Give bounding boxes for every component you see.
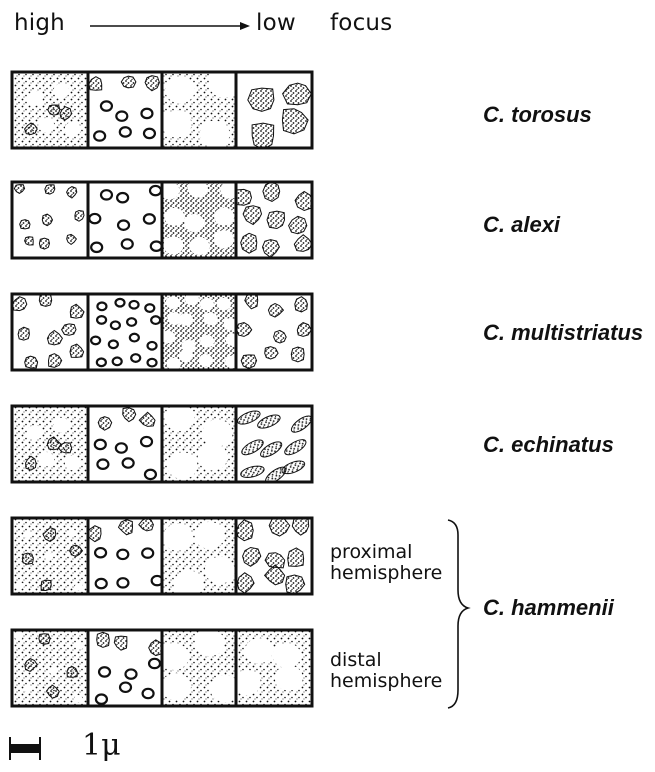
- header-high-label: high: [14, 10, 65, 36]
- species-label-multistriatus: C. multistriatus: [483, 320, 643, 346]
- pattern-panel: [162, 71, 239, 148]
- pattern-panel: [87, 518, 164, 594]
- pattern-row: [12, 71, 312, 150]
- pattern-panel: [12, 406, 88, 482]
- pattern-panel: [12, 630, 88, 706]
- pattern-row: [12, 180, 313, 258]
- pattern-panel: [12, 518, 88, 594]
- pattern-panel: [236, 293, 312, 370]
- focus-arrow: [90, 22, 250, 30]
- pattern-panel: [12, 294, 88, 371]
- pattern-panel: [12, 182, 88, 258]
- header-low-label: low: [256, 10, 296, 36]
- pattern-panel: [233, 630, 312, 706]
- pattern-panel: [161, 293, 240, 371]
- species-label-echinatus: C. echinatus: [483, 432, 614, 458]
- scale-bar: [10, 737, 40, 760]
- pattern-panel: [12, 72, 88, 148]
- pattern-panel: [88, 406, 164, 482]
- species-label-alexi: C. alexi: [483, 212, 560, 238]
- species-label-hammenii: C. hammenii: [483, 595, 614, 621]
- pattern-row: [12, 516, 312, 598]
- pattern-row: [12, 404, 314, 486]
- header-focus-label: focus: [330, 10, 392, 36]
- pattern-panel: [88, 630, 164, 706]
- pattern-panel: [162, 404, 238, 482]
- pattern-panel: [236, 72, 312, 149]
- pattern-panel: [159, 180, 240, 258]
- species-label-torosus: C. torosus: [483, 102, 592, 128]
- pattern-panel: [88, 294, 164, 370]
- pattern-panel: [88, 182, 164, 258]
- distal-hemisphere-label: distal hemisphere: [330, 650, 442, 692]
- pattern-row: [12, 293, 312, 371]
- hemisphere-brace: [448, 520, 468, 708]
- pattern-panel: [159, 629, 240, 706]
- pattern-panel: [235, 182, 313, 258]
- pattern-panel: [236, 516, 312, 595]
- pattern-panel: [236, 406, 314, 486]
- pattern-panel: [162, 518, 238, 597]
- scale-label: 1μ: [82, 728, 121, 763]
- pattern-panel: [88, 72, 164, 148]
- pattern-row: [12, 629, 312, 706]
- proximal-hemisphere-label: proximal hemisphere: [330, 542, 442, 584]
